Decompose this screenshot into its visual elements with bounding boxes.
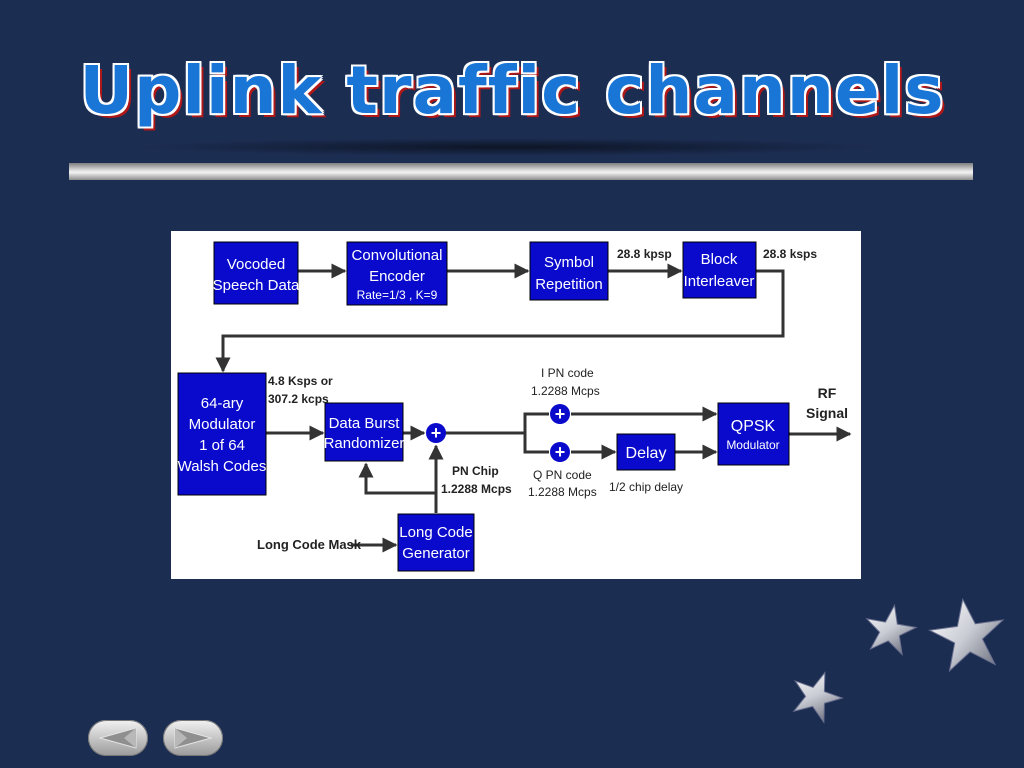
randomizer-label-1: Data Burst <box>329 415 401 432</box>
long-code-generator-block <box>397 513 475 572</box>
generator-label-2: Generator <box>402 545 470 562</box>
arrow-generator-to-randomizer <box>358 462 438 495</box>
slide-title: Uplink traffic channels <box>79 52 945 129</box>
delay-label: Delay <box>626 445 667 462</box>
q-pn-code-label: Q PN code <box>533 468 592 482</box>
generator-label-1: Long Code <box>399 524 472 541</box>
svg-text:+: + <box>431 423 442 443</box>
decorative-stars <box>792 597 1005 724</box>
interleaver-label-1: Block <box>701 251 738 268</box>
vocoded-label-1: Vocoded <box>227 256 285 273</box>
diagram-panel: Vocoded Speech Data Convolutional Encode… <box>171 231 861 579</box>
half-chip-delay-label: 1/2 chip delay <box>609 480 683 494</box>
i-pn-rate-label: 1.2288 Mcps <box>531 384 600 398</box>
vocoded-label-2: Speech Data <box>213 277 300 294</box>
line-split-to-i-adder <box>514 412 549 435</box>
modulator-label-4: Walsh Codes <box>178 458 267 475</box>
block-interleaver-block <box>682 241 757 299</box>
convolutional-encoder-block <box>346 241 448 306</box>
interleaver-label-2: Interleaver <box>684 273 755 290</box>
repetition-label-2: Repetition <box>535 276 603 293</box>
data-burst-randomizer-block <box>324 402 404 462</box>
rate-4-8-label: 4.8 Ksps or <box>268 374 333 388</box>
adder-main: + <box>426 423 446 443</box>
rf-label: RF <box>818 385 837 401</box>
delay-block <box>616 433 676 471</box>
long-code-mask-label: Long Code Mask <box>257 537 362 552</box>
repetition-label-1: Symbol <box>544 254 594 271</box>
star-icon <box>928 597 1005 673</box>
walsh-modulator-block <box>177 372 267 496</box>
vocoded-speech-block <box>213 241 299 305</box>
adder-i-channel: + <box>550 404 570 424</box>
line-split-to-q-adder <box>514 431 549 454</box>
i-pn-code-label: I PN code <box>541 366 594 380</box>
star-icon <box>792 671 844 724</box>
randomizer-label-2: Randomizer <box>324 435 405 452</box>
pn-chip-rate-label: 1.2288 Mcps <box>441 482 512 496</box>
modulator-label-2: Modulator <box>189 416 256 433</box>
next-slide-button[interactable] <box>163 720 223 756</box>
modulator-label-1: 64-ary <box>201 395 244 412</box>
svg-text:+: + <box>555 442 566 462</box>
adder-q-channel: + <box>550 442 570 462</box>
rate-28-8-kpsp-label: 28.8 kpsp <box>617 247 672 261</box>
previous-slide-button[interactable] <box>88 720 148 756</box>
title-shadow <box>130 138 890 156</box>
qpsk-modulator-block <box>717 402 790 466</box>
star-icon <box>865 603 918 656</box>
symbol-repetition-block <box>529 241 609 301</box>
uplink-block-diagram: Vocoded Speech Data Convolutional Encode… <box>177 241 852 572</box>
rate-28-8-ksps-label: 28.8 ksps <box>763 247 817 261</box>
arrow-interleaver-to-modulator <box>215 269 785 373</box>
pn-chip-label: PN Chip <box>452 464 499 478</box>
back-arrow-icon <box>98 727 137 749</box>
forward-arrow-icon <box>174 727 213 749</box>
rate-307-2-label: 307.2 kcps <box>268 392 329 406</box>
encoder-label-1: Convolutional <box>352 247 443 264</box>
qpsk-label: QPSK <box>731 418 776 435</box>
signal-label: Signal <box>806 405 848 421</box>
qpsk-sub-label: Modulator <box>726 438 779 452</box>
title-divider-bar <box>69 163 973 180</box>
q-pn-rate-label: 1.2288 Mcps <box>528 485 597 499</box>
encoder-label-2: Encoder <box>369 268 425 285</box>
svg-text:+: + <box>555 404 566 424</box>
modulator-label-3: 1 of 64 <box>199 437 245 454</box>
encoder-rate-label: Rate=1/3 , K=9 <box>357 288 438 302</box>
